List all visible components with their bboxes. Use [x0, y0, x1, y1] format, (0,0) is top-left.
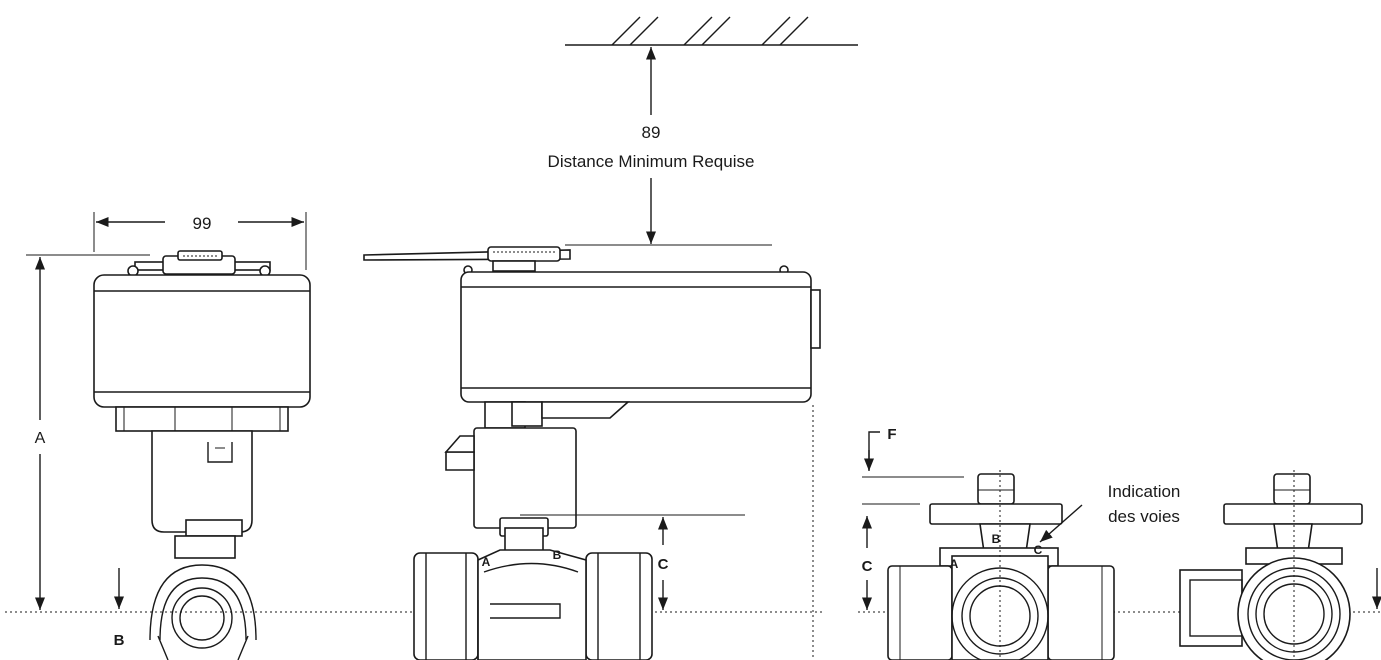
- actuator-side-view: [363, 246, 821, 660]
- dimension-c-middle: [520, 514, 745, 610]
- dimension-f-label: F: [887, 426, 896, 443]
- dimension-f: [862, 431, 964, 505]
- indication-leader-arrow: [1039, 504, 1083, 543]
- port-b-right-label: B: [992, 532, 1001, 546]
- clearance-value: 89: [642, 123, 661, 142]
- ceiling-line: [565, 16, 858, 46]
- port-a-right-label: A: [950, 557, 959, 571]
- width-dimension-value: 99: [193, 214, 212, 233]
- dimension-b-label: B: [114, 632, 125, 649]
- port-a-label: A: [482, 555, 491, 569]
- indication-label-line2: des voies: [1108, 507, 1180, 526]
- clearance-text: Distance Minimum Requise: [548, 152, 755, 171]
- valve-end-view: [1179, 473, 1363, 660]
- indication-label-line1: Indication: [1108, 482, 1181, 501]
- dimension-c-right-label: C: [862, 558, 873, 575]
- dimension-a-label: A: [35, 430, 46, 447]
- clearance-dimension-arrow: [565, 47, 772, 246]
- dimension-c-middle-label: C: [658, 556, 669, 573]
- height-dimension-a: [26, 254, 150, 610]
- port-c-right-label: C: [1034, 543, 1043, 557]
- width-dimension: [93, 212, 307, 270]
- port-b-label: B: [553, 548, 562, 562]
- actuator-front-view: [93, 250, 311, 660]
- three-way-valve-view: [887, 473, 1115, 660]
